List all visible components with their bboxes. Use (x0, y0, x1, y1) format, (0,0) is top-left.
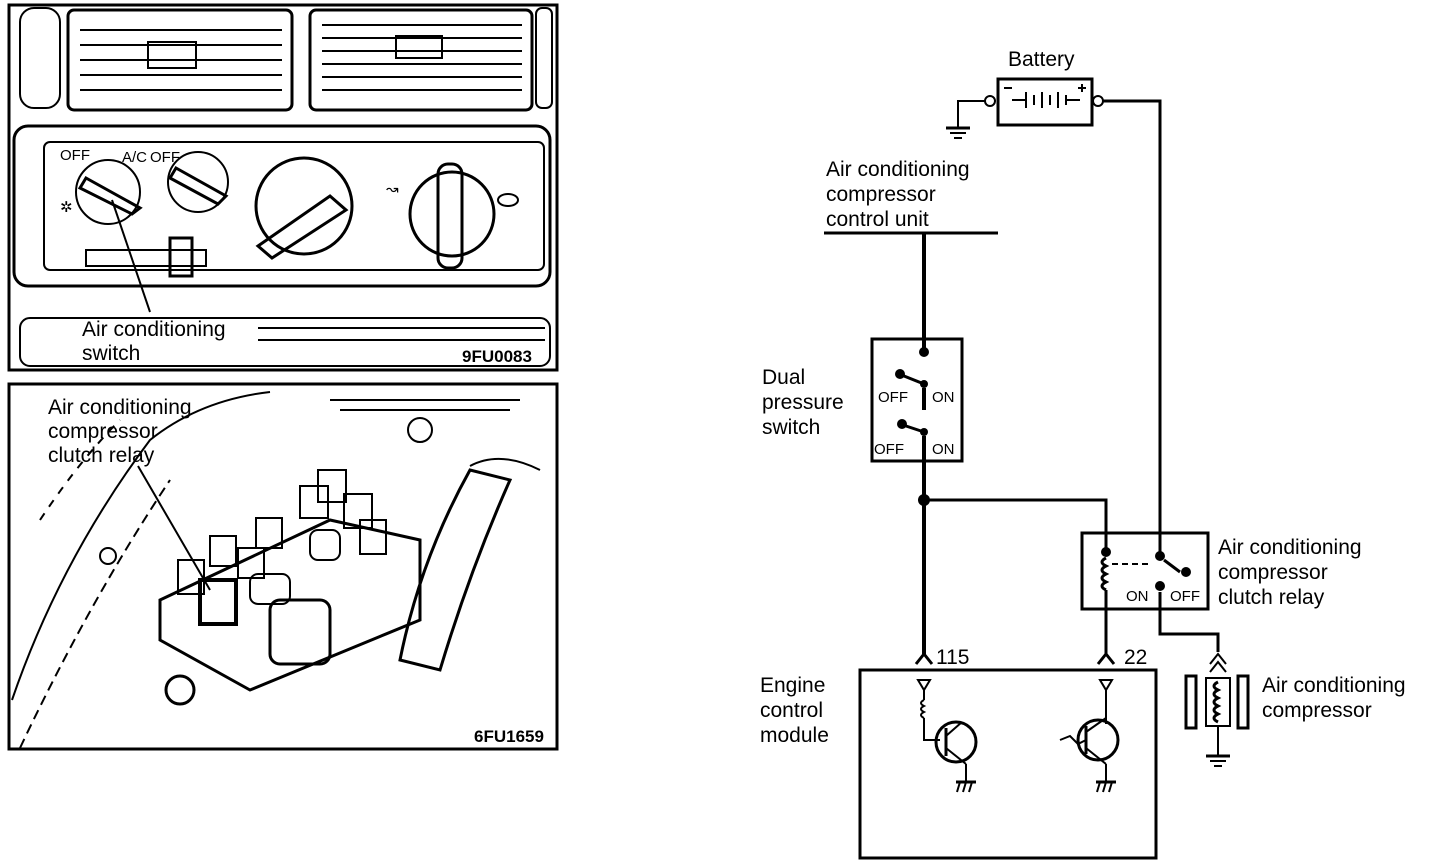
terminal-22-label: 22 (1124, 646, 1147, 669)
engine-control-module (858, 651, 1158, 860)
compressor-label: Air conditioning compressor (1262, 674, 1411, 722)
svg-text:✲: ✲ (60, 199, 73, 216)
switch-off-label-1: OFF (878, 389, 908, 406)
svg-text:OFF: OFF (60, 147, 90, 164)
figure-code-bottom: 6FU1659 (474, 727, 544, 746)
switch-leader-line (111, 199, 151, 313)
ac-relay-photo-label: Air conditioning compressor clutch relay (48, 396, 197, 467)
relay-label: Air conditioning compressor clutch relay (1218, 536, 1367, 609)
switch-off-label-2: OFF (874, 441, 904, 458)
engine-bay-illustration (7, 382, 559, 751)
svg-text:OFF: OFF (150, 149, 180, 166)
relay-off-label: OFF (1170, 588, 1200, 605)
compressor-feed-wire (1158, 592, 1220, 652)
switch-on-label-2: ON (932, 441, 955, 458)
battery-label: Battery (1008, 48, 1075, 71)
dual-pressure-switch (870, 337, 964, 463)
svg-text:A/C: A/C (122, 149, 147, 166)
battery-ground-icon (946, 100, 985, 139)
battery-positive-wire (1103, 99, 1162, 556)
dashboard-illustration: OFF A/C OFF ✲ ↝ (7, 3, 559, 372)
relay-leader-line (137, 465, 211, 591)
switch-on-label-1: ON (932, 389, 955, 406)
svg-text:↝: ↝ (386, 181, 399, 198)
battery-symbol (984, 77, 1104, 127)
compressor-clutch-relay (1080, 531, 1210, 611)
compressor-symbol (1184, 652, 1250, 767)
relay-coil-wire (924, 498, 1108, 548)
relay-on-label: ON (1126, 588, 1149, 605)
terminal-115-label: 115 (936, 646, 969, 669)
figure-code-top: 9FU0083 (462, 347, 532, 366)
ecm-label: Engine control module (760, 674, 831, 747)
dual-pressure-switch-label: Dual pressure switch (762, 366, 850, 439)
ac-switch-label: Air conditioning switch (82, 318, 231, 365)
control-unit-label: Air conditioning compressor control unit (826, 158, 975, 231)
